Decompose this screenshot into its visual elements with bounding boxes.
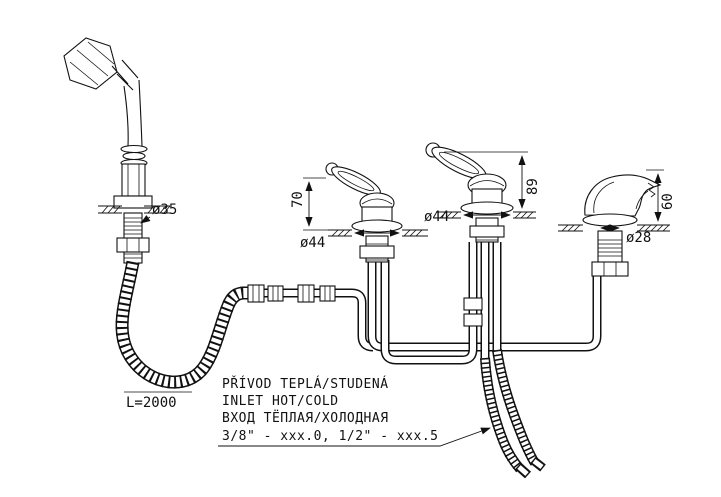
dim-valve1-height: 70 <box>290 191 306 208</box>
hose-inner <box>117 261 252 388</box>
note-line-4: 3/8" - xxx.0, 1/2" - xxx.5 <box>222 429 439 444</box>
fitting-nut-1 <box>247 284 265 303</box>
spout-detail-lines <box>593 181 649 214</box>
shower-deck <box>98 205 171 214</box>
hose-length-label: L=2000 <box>126 395 177 411</box>
spout-body <box>584 174 662 217</box>
handle-ring-2 <box>122 151 146 161</box>
valve2-lever-detail <box>438 151 480 175</box>
shower-body <box>121 163 146 197</box>
spout-mount-nut <box>591 261 629 277</box>
fitting-nut-5 <box>463 297 483 311</box>
shower-base-nut <box>113 195 153 209</box>
fitting-nut-4 <box>319 285 336 302</box>
note-line-3: ВХОД ТЁПЛАЯ/ХОЛОДНАЯ <box>222 410 389 426</box>
hose-ribs <box>115 260 252 389</box>
dim-70-extensions <box>303 177 350 231</box>
shower-head-icon <box>63 37 118 90</box>
shower-body-lines <box>127 164 140 196</box>
valve2-mount-nut <box>469 225 505 238</box>
shank-coupling-nut <box>116 237 150 253</box>
valve1-lever-detail <box>337 170 375 192</box>
hose-end-fitting-2-inner <box>532 459 544 469</box>
spout <box>558 174 670 277</box>
dim-89-extensions <box>444 151 528 213</box>
shower-handle <box>123 79 143 147</box>
note-line-2: INLET HOT/COLD <box>222 394 339 409</box>
fitting-nut-3 <box>297 284 315 303</box>
valve2-deck-hatch <box>439 211 534 219</box>
fitting-nut-1-lines <box>252 285 260 302</box>
valve-2 <box>425 142 536 243</box>
spout-shank <box>597 230 623 264</box>
dim-valve2-height: 89 <box>525 178 541 195</box>
deck-hatch <box>101 205 171 214</box>
supply-hose-2-braid <box>492 349 540 466</box>
coupling-nut-lines <box>126 238 140 252</box>
dim-spout-flange: ø28 <box>626 230 651 246</box>
spout-nut-lines <box>603 262 617 276</box>
dim-spout-height: 60 <box>660 193 676 210</box>
cross-run-outline <box>380 242 478 365</box>
hand-shower <box>63 37 153 209</box>
hose-fittings <box>247 284 483 327</box>
valve2-flange <box>460 201 514 215</box>
supply-hoses <box>480 349 546 479</box>
deck-lines <box>98 205 170 214</box>
dim-valve2-flange: ø44 <box>424 209 449 225</box>
spout-deck-hatch <box>561 224 670 232</box>
notes-block: PŘÍVOD TEPLÁ/STUDENÁ INLET HOT/COLD ВХОД… <box>218 376 491 447</box>
cross-run-inner <box>382 242 476 363</box>
spout-flange <box>582 213 638 227</box>
shower-neck <box>111 59 139 91</box>
shower-line-inner <box>248 290 374 350</box>
fitting-nut-3-lines <box>302 285 310 302</box>
supply-hose-1-braid <box>480 357 524 473</box>
fitting-nut-2-lines <box>272 286 279 301</box>
fitting-nut-4-lines <box>324 286 331 301</box>
shower-head-ribs <box>69 41 115 86</box>
valve2-dome-line <box>469 180 505 187</box>
dim-valve1-flange: ø44 <box>300 235 325 251</box>
spout-shank-threads <box>598 239 622 257</box>
valve1-deck-hatch <box>331 229 423 237</box>
shower-shank <box>116 212 150 264</box>
note-line-1: PŘÍVOD TEPLÁ/STUDENÁ <box>222 376 389 392</box>
dimensions: ø35 70 ø44 89 ø44 60 ø28 <box>140 151 676 251</box>
dim-shower-flange: ø35 <box>152 202 177 218</box>
notes-leader-line <box>218 427 491 447</box>
spout-deck-lines <box>558 224 670 232</box>
fitting-nut-2 <box>267 285 284 302</box>
piping <box>248 242 602 365</box>
valve-1 <box>325 162 428 263</box>
valve1-flange <box>351 219 403 233</box>
handle-ring-1 <box>120 144 148 154</box>
shower-hose <box>115 260 252 389</box>
dim-shower-leader <box>140 215 151 224</box>
valve1-dome-line <box>361 198 393 205</box>
hose-end-fitting-1-inner <box>517 465 529 476</box>
valve1-mount-nut <box>359 245 395 259</box>
fitting-nut-6 <box>463 313 483 327</box>
spout-outlet-detail <box>647 182 656 198</box>
